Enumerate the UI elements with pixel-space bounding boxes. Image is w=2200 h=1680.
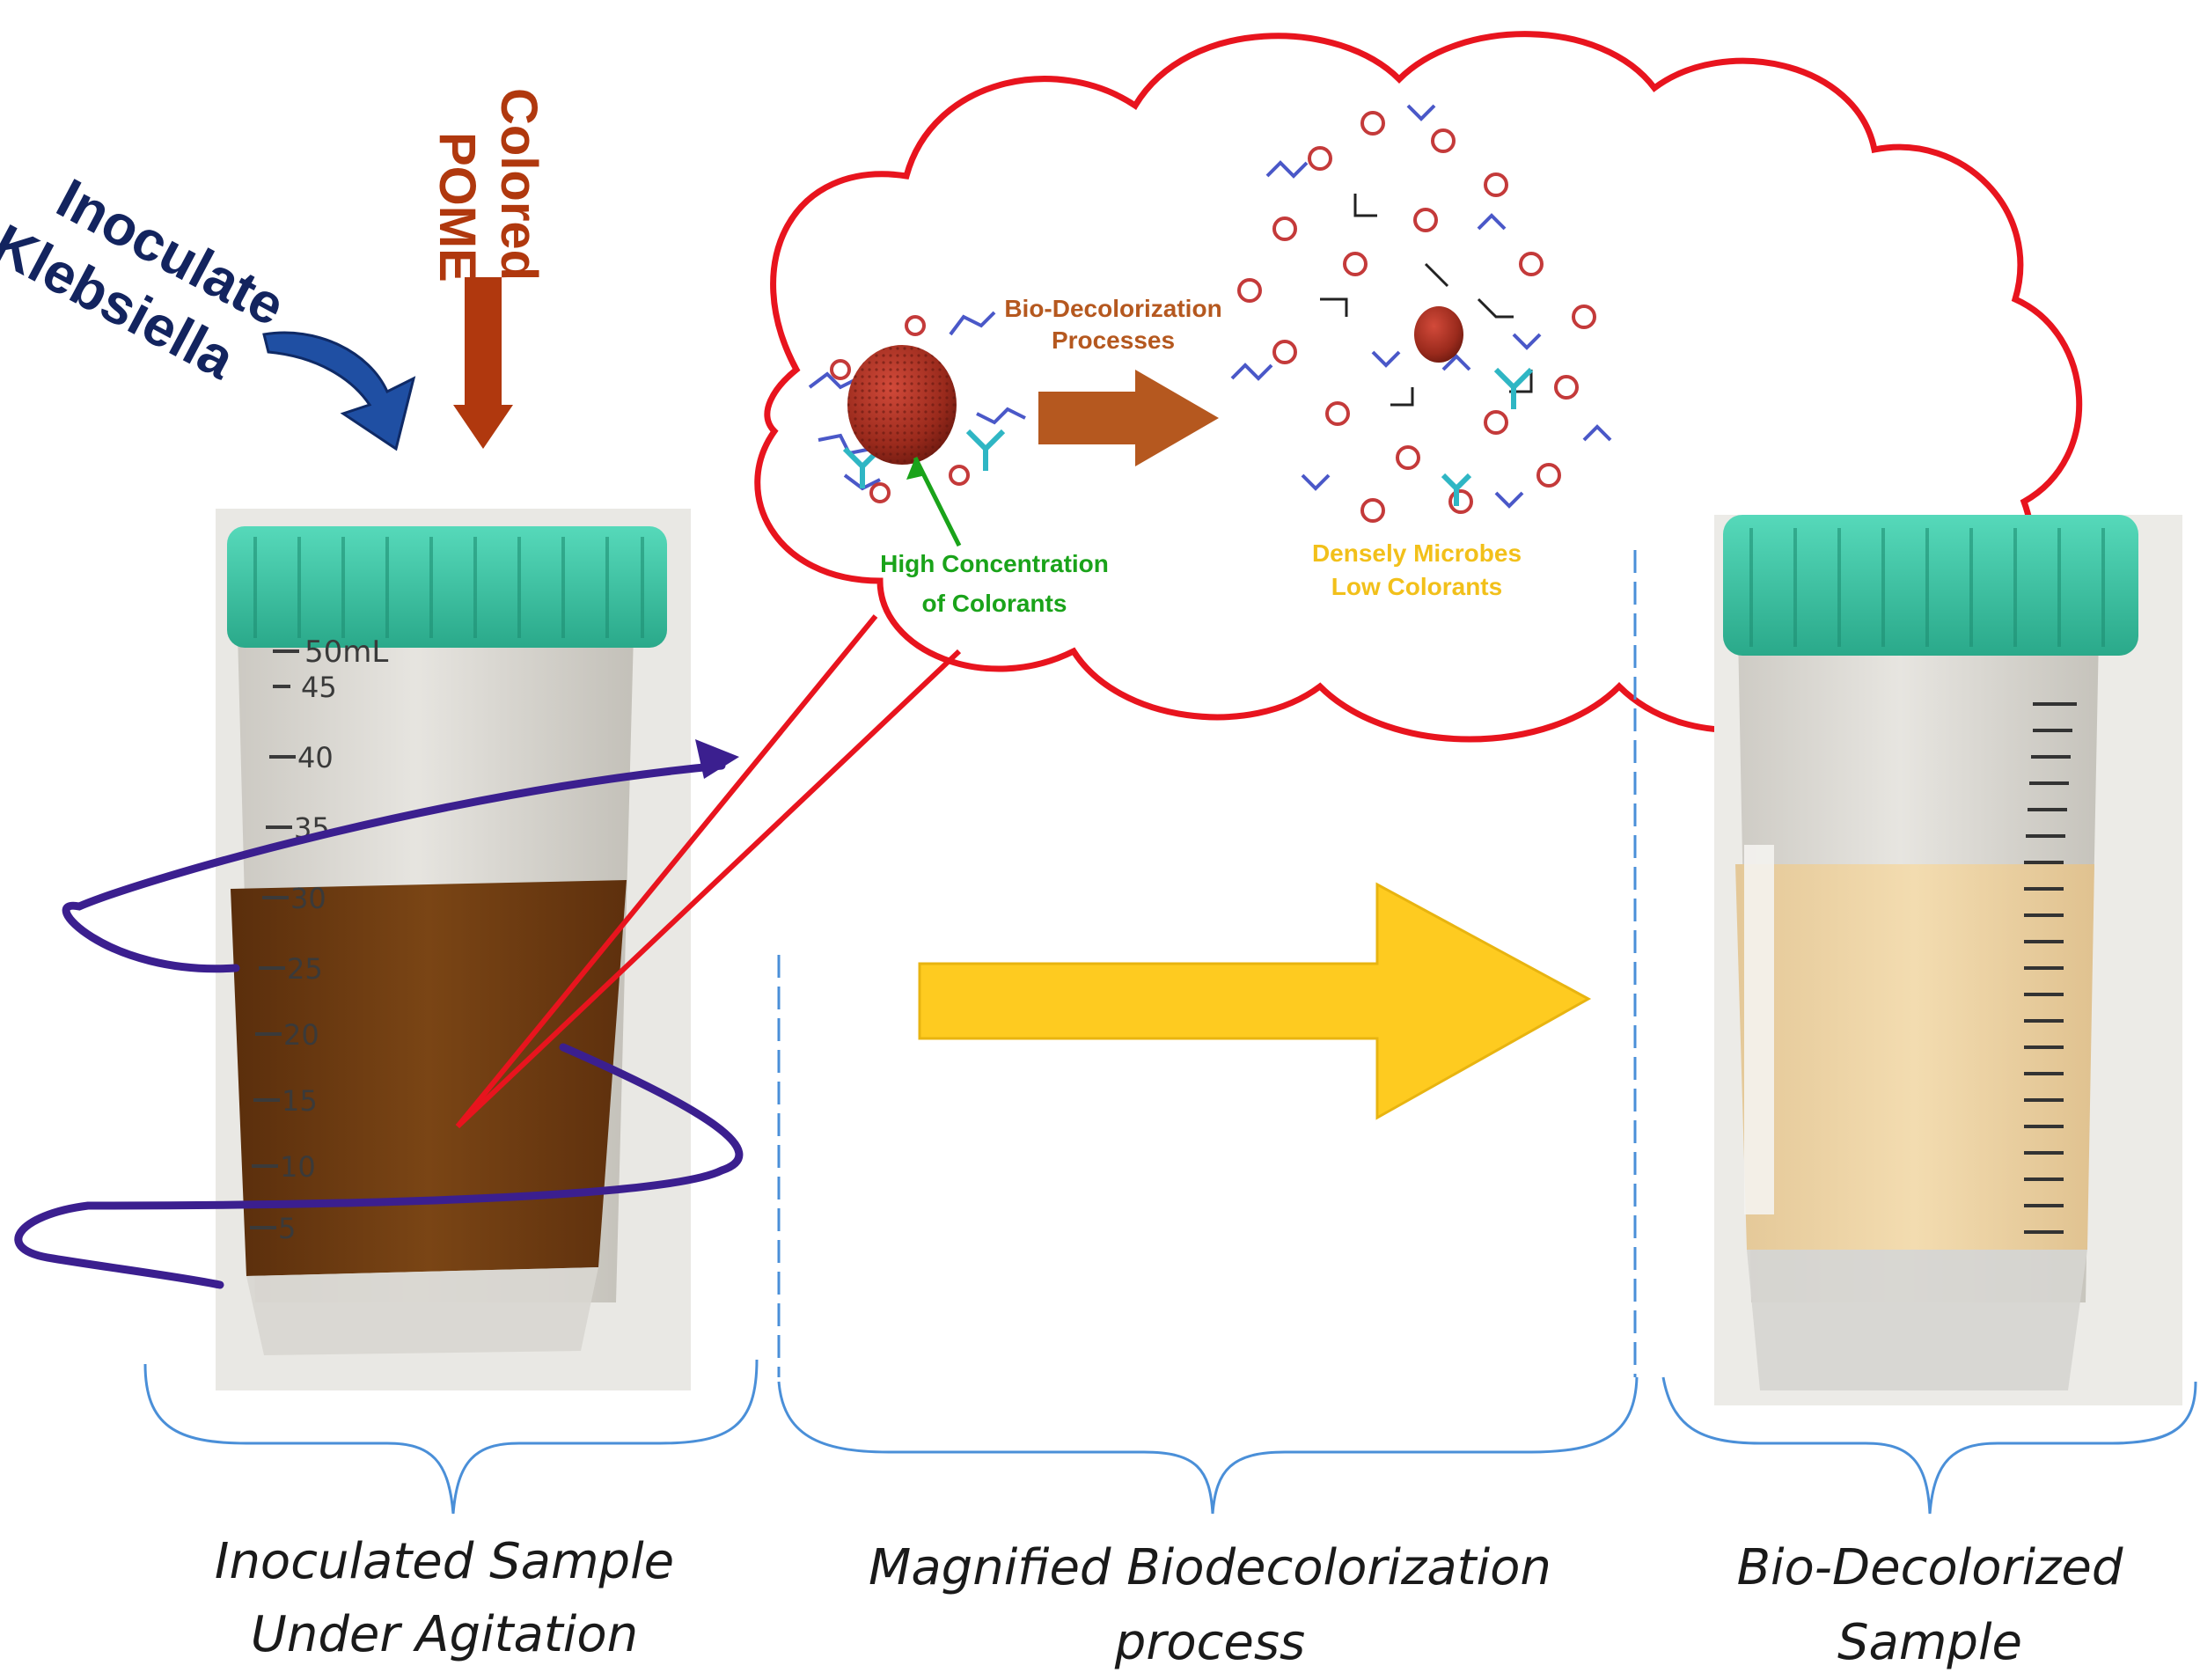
caption-left-line1: Inoculated Sample [215, 1533, 674, 1590]
tube-scale-tick: 20 [283, 1018, 319, 1052]
high-concentration-label-line1: High Concentration [880, 550, 1109, 577]
colored-text-line2: POME [429, 132, 486, 282]
densely-microbes-label-line2: Low Colorants [1331, 573, 1502, 600]
caption-left-line2: Under Agitation [251, 1606, 638, 1663]
tube-scale-tick: 25 [287, 952, 323, 986]
tube-scale-tick: 5 [278, 1212, 296, 1245]
tube-scale-tick: 40 [297, 741, 334, 774]
process-label-line1: Bio-Decolorization [1004, 295, 1221, 322]
densely-microbes-label-line1: Densely Microbes [1312, 539, 1522, 567]
inoculate-arrow [262, 331, 416, 451]
process-label-line2: Processes [1052, 326, 1175, 354]
caption-right-line1: Bio-Decolorized [1737, 1539, 2123, 1596]
result-arrow [918, 882, 1592, 1120]
inoculate-label: Inoculate Klebsiella [0, 166, 295, 392]
brace-right [1661, 1376, 2197, 1515]
tube-scale-tick: 15 [282, 1084, 318, 1118]
left-tube-photo: 50mL 45 40 35 30 25 20 15 10 5 [216, 509, 691, 1390]
tube-scale-tick: 30 [290, 882, 326, 915]
caption-middle-line2: process [1114, 1614, 1305, 1671]
tube-scale-top: 50mL [304, 635, 388, 670]
process-arrow [1038, 370, 1219, 466]
agitation-arrowhead [695, 739, 739, 779]
tube-scale-tick: 45 [301, 671, 337, 704]
right-tube-photo [1714, 515, 2182, 1405]
colored-pome-label: Colored POME [429, 88, 547, 282]
agitation-spiral [14, 761, 744, 1289]
small-microbe-cluster [808, 311, 1026, 503]
caption-right-line2: Sample [1837, 1614, 2022, 1671]
pale-liquid [1735, 864, 2094, 1250]
right-tube-cap [1723, 515, 2138, 656]
colored-text-line1: Colored [490, 88, 547, 281]
brace-middle [777, 1376, 1639, 1515]
brown-liquid [231, 880, 627, 1276]
brace-left [143, 1359, 759, 1515]
left-tube-cap [227, 526, 667, 648]
tube-scale-tick: 10 [280, 1150, 316, 1184]
reduced-colorant-particle [1414, 306, 1463, 363]
high-concentration-label-line2: of Colorants [922, 590, 1067, 617]
caption-middle-line1: Magnified Biodecolorization [869, 1539, 1551, 1596]
dense-microbe-cluster [1230, 104, 1612, 523]
colored-pome-arrow [453, 277, 513, 449]
